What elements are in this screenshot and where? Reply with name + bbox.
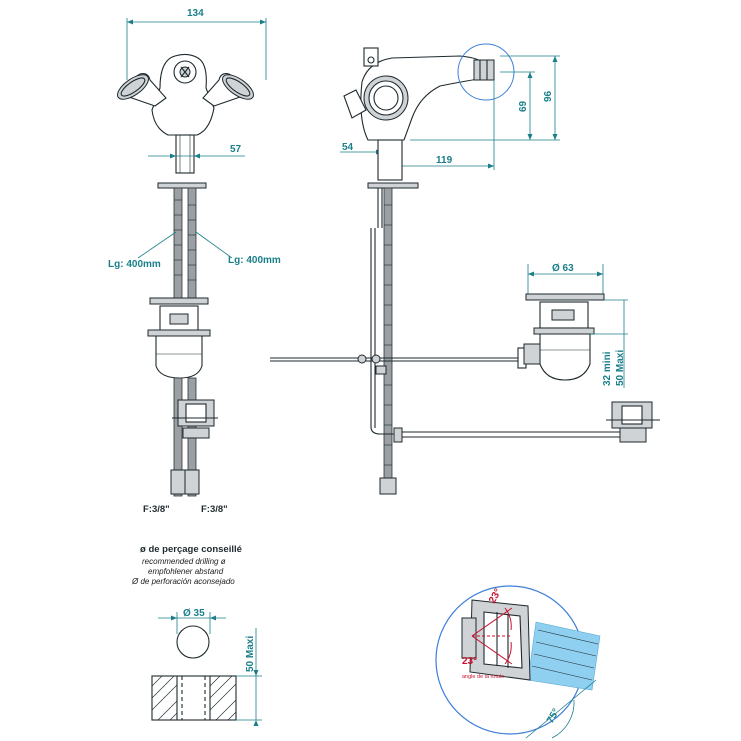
drain-diameter: Ø 63 xyxy=(552,263,574,274)
dim-134: 134 xyxy=(187,8,204,19)
fitting-right: F:3/8" xyxy=(201,504,228,515)
hose-left-length: Lg: 400mm xyxy=(108,259,161,270)
drilling-en: recommended drilling ø xyxy=(142,557,226,566)
drain-min: 32 mini xyxy=(602,351,613,386)
drain-detail: Ø 63 32 mini 50 Maxi xyxy=(523,263,660,443)
drilling-plan: Ø 35 50 Maxi xyxy=(151,608,262,726)
faucet-body-front xyxy=(151,53,215,136)
spray-detail: 23° 23° angle de la rotule 75° xyxy=(435,585,601,739)
hose-right-length: Lg: 400mm xyxy=(228,255,281,266)
hole-diameter: Ø 35 xyxy=(183,608,205,619)
dim-96: 96 xyxy=(543,90,554,102)
drilling-es: Ø de perforación aconsejado xyxy=(131,577,235,586)
handle-left xyxy=(117,73,167,107)
dim-69: 69 xyxy=(518,100,529,112)
drain-max: 50 Maxi xyxy=(615,350,626,386)
drilling-note: ø de perçage conseillé recommended drill… xyxy=(131,544,242,586)
deck-max: 50 Maxi xyxy=(245,636,256,672)
hose-right xyxy=(187,187,197,299)
dim-57: 57 xyxy=(230,144,242,155)
side-view: 69 96 54 119 xyxy=(270,43,628,495)
hose-left xyxy=(173,187,183,299)
angle-caption: angle de la rotule xyxy=(462,674,504,680)
handle-right xyxy=(202,73,254,107)
dim-119: 119 xyxy=(436,155,453,166)
spray-cone xyxy=(527,621,601,691)
angle-bottom: 23° xyxy=(462,656,477,667)
dim-54: 54 xyxy=(342,142,354,153)
drilling-de: empfohlener abstand xyxy=(148,567,224,576)
front-view: 134 57 xyxy=(108,8,281,515)
drilling-title: ø de perçage conseillé xyxy=(140,544,242,555)
fitting-left: F:3/8" xyxy=(143,504,170,515)
